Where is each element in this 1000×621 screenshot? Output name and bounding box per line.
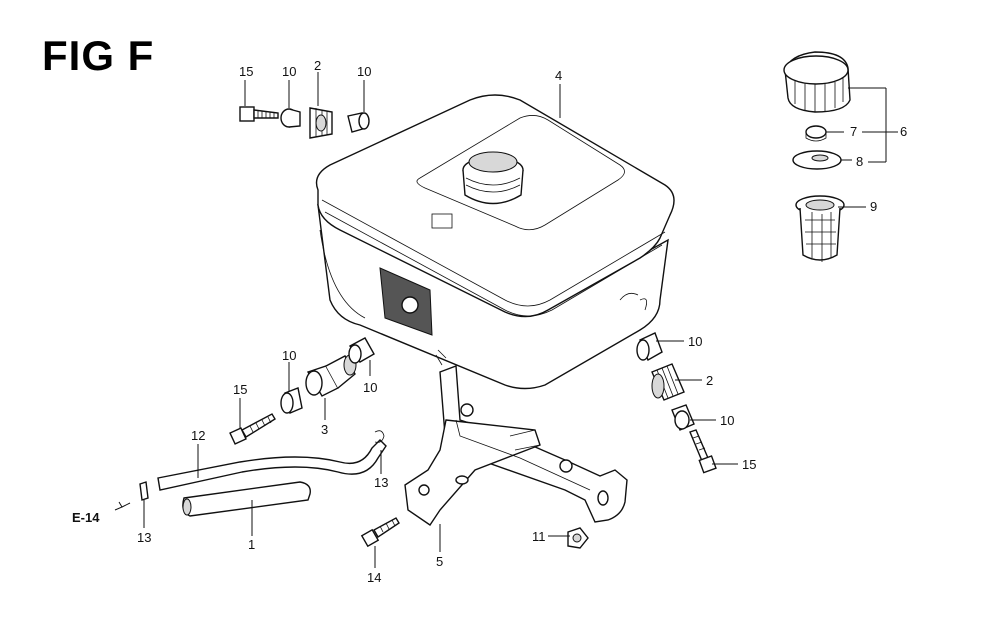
- grommet-right: [651, 363, 685, 401]
- collar-mid-center: [348, 337, 375, 364]
- callout-labels: 15 10 2 10 4 6 7 8 9 10 10 15 3 12 13 13…: [72, 58, 907, 585]
- bolt-mid-left: [229, 413, 276, 445]
- fuel-hose-long: [157, 439, 387, 491]
- callout-7: 7: [850, 124, 857, 139]
- figure-title: FIG F: [42, 32, 155, 79]
- callout-5: 5: [436, 554, 443, 569]
- callout-10: 10: [688, 334, 702, 349]
- callout-11: 11: [532, 529, 546, 544]
- callout-8: 8: [856, 154, 863, 169]
- hose-clip-right: [374, 430, 385, 443]
- callout-10: 10: [720, 413, 734, 428]
- cap-seal-plate: [792, 150, 842, 170]
- collar-top-left: [280, 108, 301, 128]
- grommet-top: [309, 107, 333, 139]
- callout-15: 15: [233, 382, 247, 397]
- hose-clip-left: [139, 481, 149, 501]
- callout-10: 10: [282, 348, 296, 363]
- bolt-bottom: [360, 517, 400, 548]
- callout-12: 12: [191, 428, 205, 443]
- callout-9: 9: [870, 199, 877, 214]
- callout-3: 3: [321, 422, 328, 437]
- tank-bracket: [404, 365, 628, 526]
- bolt-right: [689, 429, 717, 474]
- callout-13: 13: [137, 530, 151, 545]
- callout-14: 14: [367, 570, 381, 585]
- leader-lines: [114, 72, 898, 568]
- collar-top-right: [347, 112, 370, 133]
- callout-13: 13: [374, 475, 388, 490]
- callout-4: 4: [555, 68, 562, 83]
- callout-6: 6: [900, 124, 907, 139]
- callout-10: 10: [357, 64, 371, 79]
- fuel-tank: [315, 94, 675, 390]
- callout-2: 2: [706, 373, 713, 388]
- fuel-strainer: [795, 195, 845, 262]
- callout-15: 15: [742, 457, 756, 472]
- callout-2: 2: [314, 58, 321, 73]
- nut-bottom: [567, 527, 589, 549]
- collar-mid-left: [280, 387, 303, 414]
- fuel-hose-short: [182, 481, 311, 517]
- callout-10: 10: [282, 64, 296, 79]
- callout-10: 10: [363, 380, 377, 395]
- collar-right-upper: [636, 332, 663, 362]
- cross-reference-label: E-14: [72, 510, 100, 525]
- bolt-top: [239, 106, 279, 122]
- callout-1: 1: [248, 537, 255, 552]
- cap-gasket: [805, 125, 827, 142]
- collar-right-lower: [671, 404, 695, 431]
- callout-15: 15: [239, 64, 253, 79]
- fuel-cap: [783, 51, 851, 113]
- grommet-mid: [305, 354, 357, 397]
